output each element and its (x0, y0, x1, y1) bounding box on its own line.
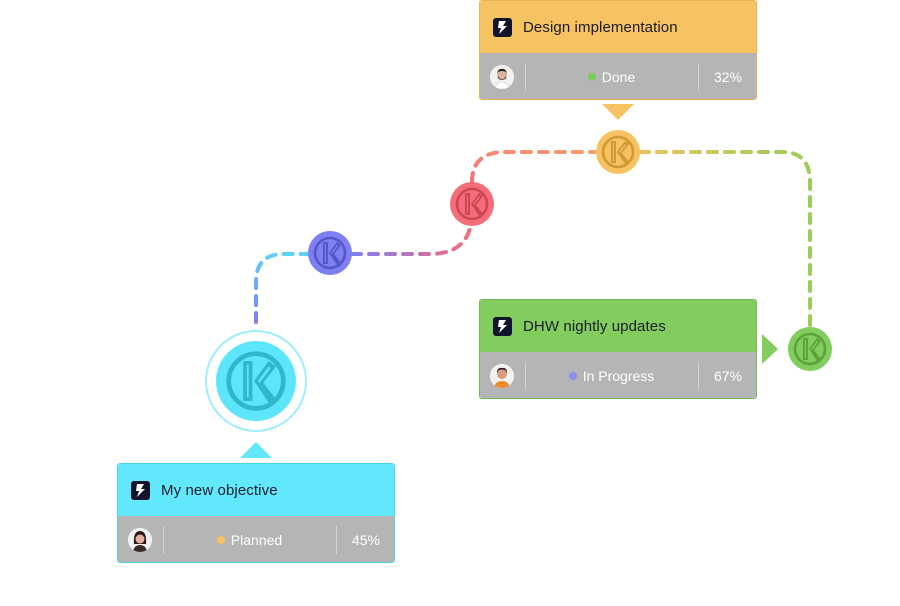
pointer-cyan (240, 442, 272, 458)
card-my-new-objective[interactable]: My new objective Planned 45% (117, 463, 395, 563)
card-design-implementation[interactable]: Design implementation Done 32% (479, 0, 757, 100)
avatar-bearded-man[interactable] (490, 65, 514, 89)
green-node[interactable] (788, 327, 832, 371)
card-header: My new objective (118, 464, 394, 516)
card-footer: Done 32% (480, 53, 756, 99)
footer-divider (698, 362, 699, 390)
avatar-woman[interactable] (128, 528, 152, 552)
card-dhw-nightly-updates[interactable]: DHW nightly updates In Progress 67% (479, 299, 757, 399)
status-label: Done (601, 69, 636, 85)
bolt-icon (493, 316, 512, 336)
footer-divider (525, 362, 526, 390)
k-logo-icon (601, 135, 635, 169)
bolt-icon (131, 480, 150, 500)
status-badge: Planned (163, 516, 336, 562)
status-badge: In Progress (525, 352, 698, 398)
card-footer: In Progress 67% (480, 352, 756, 398)
card-footer: Planned 45% (118, 516, 394, 562)
footer-divider (336, 526, 337, 554)
k-logo-icon (313, 236, 347, 270)
path-purple-to-red (350, 210, 474, 256)
cyan-node[interactable] (216, 341, 296, 421)
progress-percent: 45% (351, 532, 380, 548)
footer-divider (698, 63, 699, 91)
path-cyan-to-purple (254, 252, 310, 324)
yellow-node[interactable] (596, 130, 640, 174)
red-node[interactable] (450, 182, 494, 226)
path-yellow-to-green (638, 150, 812, 328)
bolt-icon (493, 17, 512, 37)
status-badge: Done (525, 53, 698, 99)
path-red-to-yellow (470, 150, 598, 184)
k-logo-icon (226, 351, 286, 411)
pointer-green (762, 334, 778, 364)
status-dot (587, 73, 596, 81)
k-logo-icon (455, 187, 489, 221)
card-header: Design implementation (480, 1, 756, 53)
status-label: In Progress (582, 368, 655, 384)
status-dot (568, 372, 577, 380)
footer-divider (525, 63, 526, 91)
avatar-man-orange-shirt[interactable] (490, 364, 514, 388)
progress-percent: 32% (713, 69, 742, 85)
pointer-yellow (602, 104, 634, 120)
status-dot (216, 536, 225, 544)
k-logo-icon (793, 332, 827, 366)
card-title: Design implementation (523, 18, 678, 36)
card-title: DHW nightly updates (523, 317, 666, 335)
purple-node[interactable] (308, 231, 352, 275)
card-title: My new objective (161, 481, 278, 499)
card-header: DHW nightly updates (480, 300, 756, 352)
progress-percent: 67% (713, 368, 742, 384)
footer-divider (163, 526, 164, 554)
status-label: Planned (230, 532, 283, 548)
